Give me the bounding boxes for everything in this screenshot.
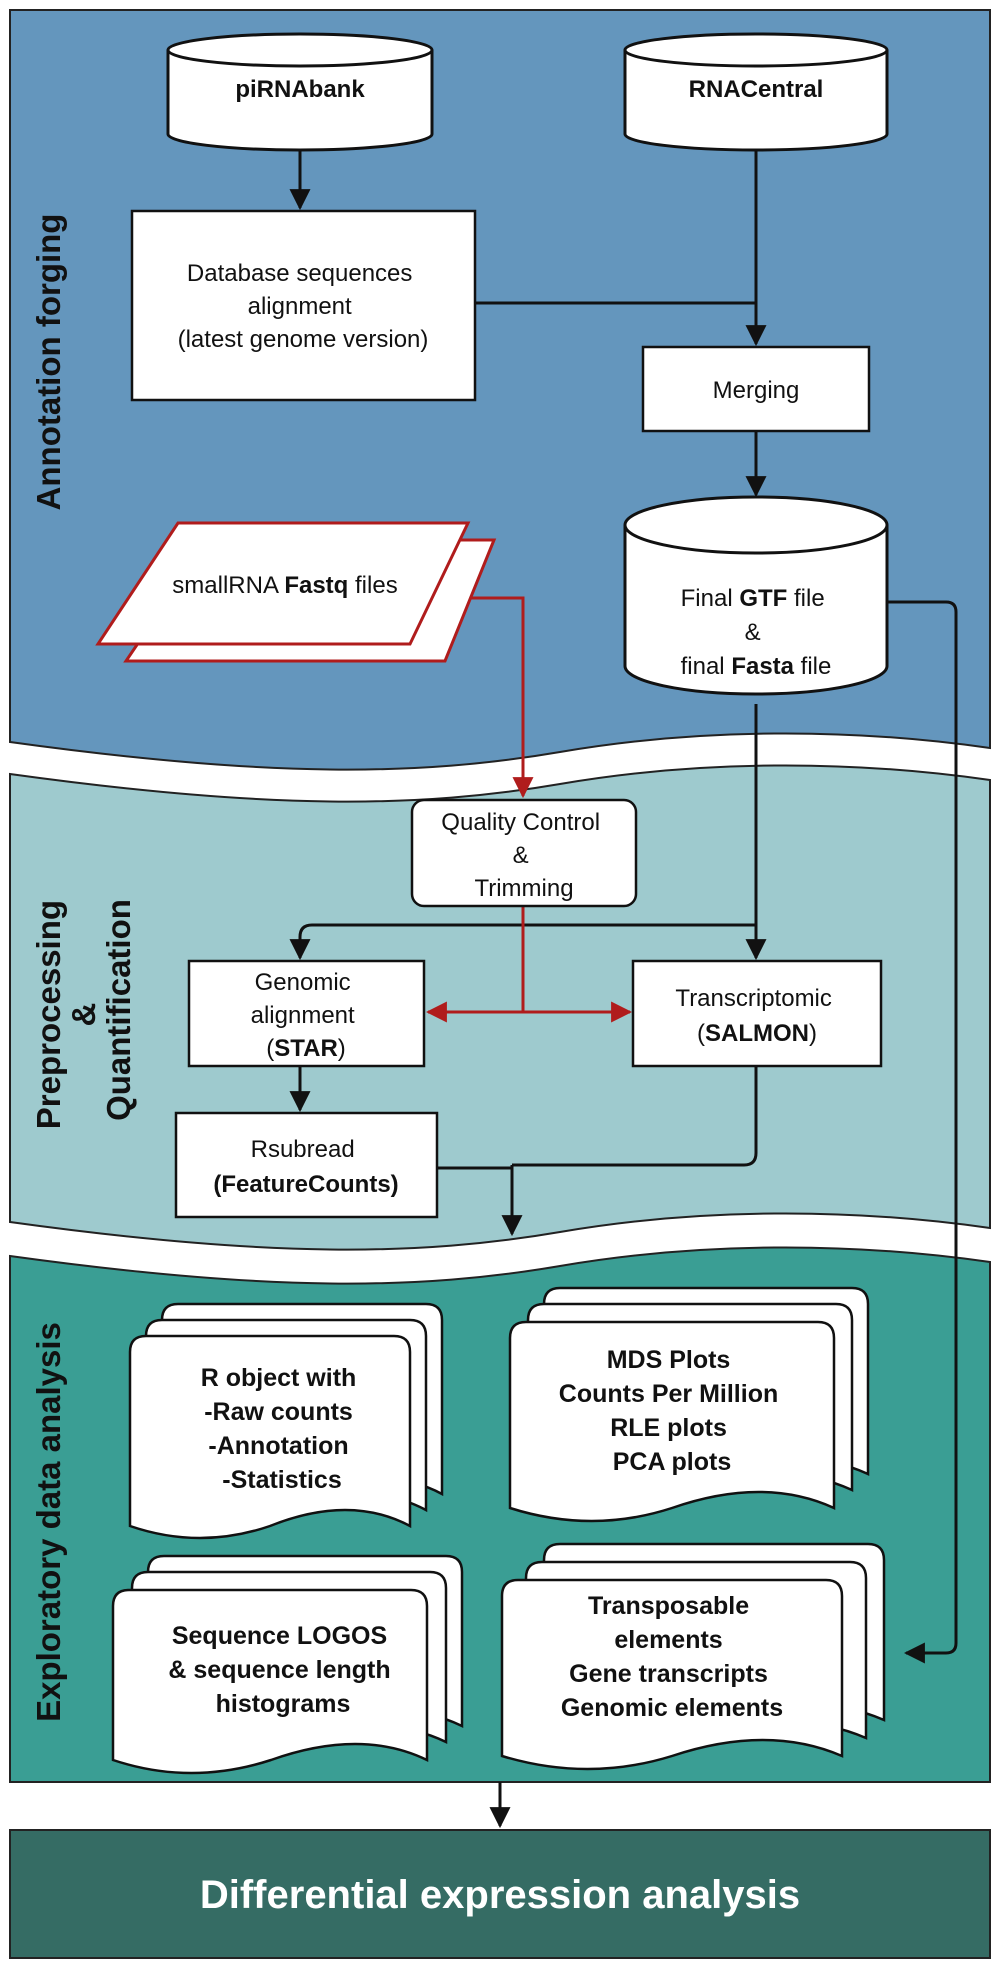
pirnabank-database: piRNAbank <box>166 32 434 152</box>
differential-expression-box: Differential expression analysis <box>9 1829 991 1959</box>
genomic-label: Genomic alignment (STAR) <box>251 969 362 1062</box>
logos-document: Sequence LOGOS & sequence length histogr… <box>111 1554 464 1775</box>
rsubread-box: Rsubread (FeatureCounts) <box>174 1111 439 1219</box>
annotation-section-label: Annotation forging <box>30 214 67 511</box>
arrow-final-to-elements <box>886 600 958 1664</box>
merging-label: Merging <box>713 377 800 404</box>
arrow-fastq-to-qc <box>468 596 534 799</box>
alignment-label: Database sequences alignment (latest gen… <box>178 260 429 353</box>
transcriptomic-label: Transcriptomic (SALMON) <box>675 985 838 1047</box>
exploratory-section-label: Exploratory data analysis <box>30 1322 67 1722</box>
transcriptomic-box: Transcriptomic (SALMON) <box>631 959 883 1068</box>
robject-label: R object with -Raw counts -Annotation -S… <box>201 1364 364 1494</box>
connector-transcriptomic-down <box>512 1066 758 1167</box>
rnacentral-label: RNACentral <box>689 76 824 103</box>
logos-label: Sequence LOGOS & sequence length histogr… <box>168 1622 397 1718</box>
plots-label: MDS Plots Counts Per Million RLE plots P… <box>559 1346 785 1476</box>
plots-document: MDS Plots Counts Per Million RLE plots P… <box>508 1286 870 1523</box>
elements-label: Transposable elements Gene transcripts G… <box>561 1592 783 1722</box>
rnacentral-database: RNACentral <box>623 32 889 152</box>
final-files-database: Final GTF file & final Fasta file <box>623 495 889 696</box>
genomic-box: Genomic alignment (STAR) <box>187 959 426 1068</box>
fastq-files: smallRNA Fastq files <box>95 521 497 663</box>
elements-document: Transposable elements Gene transcripts G… <box>500 1542 886 1771</box>
qc-label: Quality Control & Trimming <box>441 809 606 902</box>
preprocessing-section-label: Preprocessing & Quantification <box>30 891 137 1129</box>
arrow-to-genomic <box>289 923 756 961</box>
final-files-label: Final GTF file & final Fasta file <box>681 585 832 680</box>
fastq-files-label: smallRNA Fastq files <box>172 572 397 599</box>
merging-box: Merging <box>641 345 871 433</box>
pirnabank-label: piRNAbank <box>235 76 365 103</box>
qc-box: Quality Control & Trimming <box>410 798 638 908</box>
alignment-box: Database sequences alignment (latest gen… <box>130 209 477 402</box>
rsubread-label: Rsubread (FeatureCounts) <box>213 1136 398 1198</box>
differential-expression-label: Differential expression analysis <box>200 1873 800 1917</box>
robject-document: R object with -Raw counts -Annotation -S… <box>128 1302 444 1540</box>
